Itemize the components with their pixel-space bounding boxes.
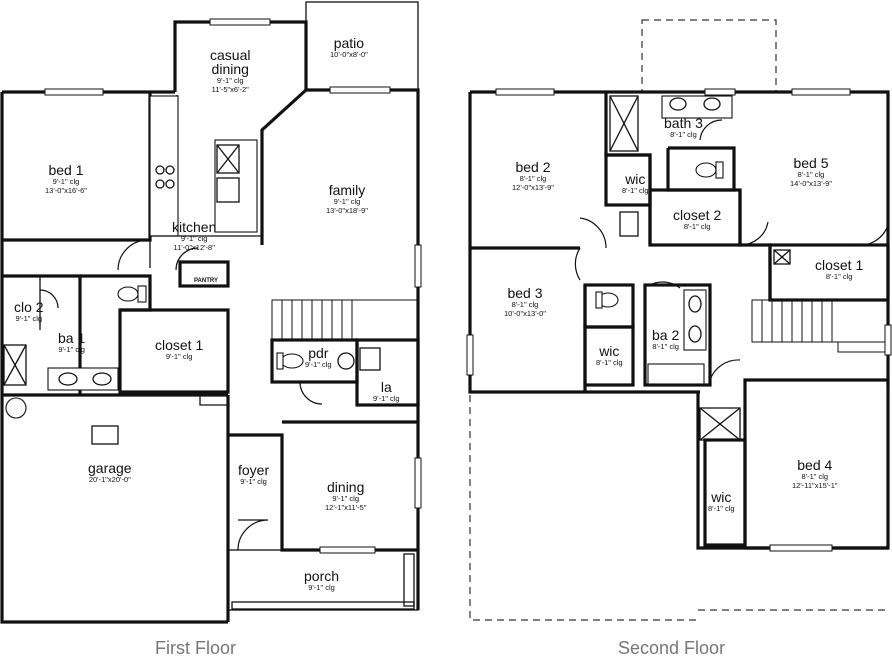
room-name: bed 4 [797,457,833,473]
room-ceiling: 9'-1" clg [373,394,400,403]
room-name: casual dining [210,47,251,77]
room-porch: porch 9'-1" clg [304,569,339,592]
room-name: ba 1 [58,330,86,346]
room-size: 13'-0"x18'-9" [326,205,368,215]
room-name: ba 2 [652,327,680,343]
room-size: 11'-5"x6'-2" [211,84,249,94]
room-ceiling: 8'-1" clg [596,358,623,367]
room-ceiling: 8'-1" clg [683,222,711,231]
room-casual-dining: casual dining 9'-1" clg 11'-5"x6'-2" [210,48,250,93]
room-name: clo 2 [14,299,44,315]
room-pdr: pdr 9'-1" clg [305,346,332,369]
room-name: family [328,182,366,198]
room-closet2: closet 2 8'-1" clg [673,208,721,231]
room-ceiling: 9'-1" clg [165,352,193,361]
room-ceiling: 9'-1" clg [308,583,335,592]
room-ceiling: 8'-1" clg [670,130,697,139]
room-foyer: foyer 9'-1" clg [238,463,269,486]
room-bed5: bed 5 8'-1" clg 14'-0"x13'-9" [790,156,832,187]
room-patio: patio 10'-0"x8'-0" [330,36,368,59]
room-name: closet 2 [673,207,722,223]
room-family: family 9'-1" clg 13'-0"x18'-9" [326,183,368,214]
room-bed3: bed 3 8'-1" clg 10'-0"x13'-0" [504,286,546,317]
room-name: closet 1 [815,257,864,273]
first-floor-plan [0,1,422,624]
room-ceiling: 9'-1" clg [305,360,332,369]
second-floor-plan [466,19,892,621]
room-name: patio [333,35,365,51]
room-name: garage [88,460,132,476]
room-ceiling: 9'-1" clg [332,494,359,503]
room-ceiling: 9'-1" clg [333,197,361,206]
room-ba2: ba 2 8'-1" clg [652,328,679,351]
room-ceiling: 9'-1" clg [240,477,267,486]
room-clo2: clo 2 9'-1" clg [14,300,44,323]
room-ceiling: 9'-1" clg [180,234,208,243]
room-bed1: bed 1 9'-1" clg 13'-0"x16'-6" [45,163,87,194]
room-name: bed 1 [48,162,84,178]
room-ceiling: 8'-1" clg [801,472,829,481]
room-name: wic [711,489,732,505]
room-size: 13'-0"x16'-6" [45,185,87,195]
room-size: 10'-0"x13'-0" [504,308,546,318]
pantry-label: PANTRY [194,278,218,284]
room-closet1-first: closet 1 9'-1" clg [155,338,203,361]
first-floor-caption: First Floor [155,638,236,658]
room-dining: dining 9'-1" clg 12'-1"x11'-5" [325,480,366,511]
room-ceiling: 8'-1" clg [519,174,547,183]
room-ceiling: 8'-1" clg [797,170,825,179]
room-ba1: ba 1 9'-1" clg [58,331,85,354]
room-ceiling: 9'-1" clg [58,345,85,354]
room-name: bath 3 [664,115,703,131]
room-ceiling: 8'-1" clg [652,342,679,351]
room-size: 20'-1"x20'-0" [88,475,131,484]
room-ceiling: 9'-1" clg [52,177,80,186]
room-name: pdr [308,345,329,361]
room-bath3: bath 3 8'-1" clg [664,116,703,139]
room-size: 12'-0"x13'-9" [512,182,554,192]
room-name: bed 2 [515,159,551,175]
room-size: 12'-1"x11'-5" [325,502,367,512]
room-name: wic [599,343,620,359]
room-size: 10'-0"x8'-0" [330,50,368,59]
room-bed4: bed 4 8'-1" clg 12'-11"x15'-1" [792,458,838,489]
room-la: la 9'-1" clg [373,380,400,403]
room-name: porch [304,568,340,584]
room-ceiling: 9'-1" clg [15,314,43,323]
room-size: 11'-0"x12'-8" [173,242,215,252]
room-ceiling: 8'-1" clg [708,504,735,513]
room-size: 14'-0"x13'-9" [790,178,832,188]
room-name: wic [625,171,646,187]
room-garage: garage 20'-1"x20'-0" [88,461,132,484]
room-wic-bed3: wic 8'-1" clg [596,344,623,367]
room-ceiling: 8'-1" clg [511,300,539,309]
room-closet1-second: closet 1 8'-1" clg [815,258,863,281]
room-ceiling: 8'-1" clg [825,272,853,281]
room-name: kitchen [172,219,217,235]
room-size: 12'-11"x15'-1" [792,480,838,490]
room-kitchen: kitchen 9'-1" clg 11'-0"x12'-8" [172,220,216,251]
room-name: foyer [238,462,270,478]
room-ceiling: 8'-1" clg [622,186,649,195]
room-wic-bed4: wic 8'-1" clg [708,490,735,513]
second-floor-caption: Second Floor [618,638,726,658]
room-wic-bed2: wic 8'-1" clg [622,172,649,195]
room-name: la [380,379,392,395]
room-ceiling: 9'-1" clg [216,76,244,85]
room-name: bed 5 [793,155,829,171]
room-bed2: bed 2 8'-1" clg 12'-0"x13'-9" [512,160,554,191]
room-name: closet 1 [155,337,204,353]
room-name: bed 3 [507,285,543,301]
room-name: dining [327,479,365,495]
